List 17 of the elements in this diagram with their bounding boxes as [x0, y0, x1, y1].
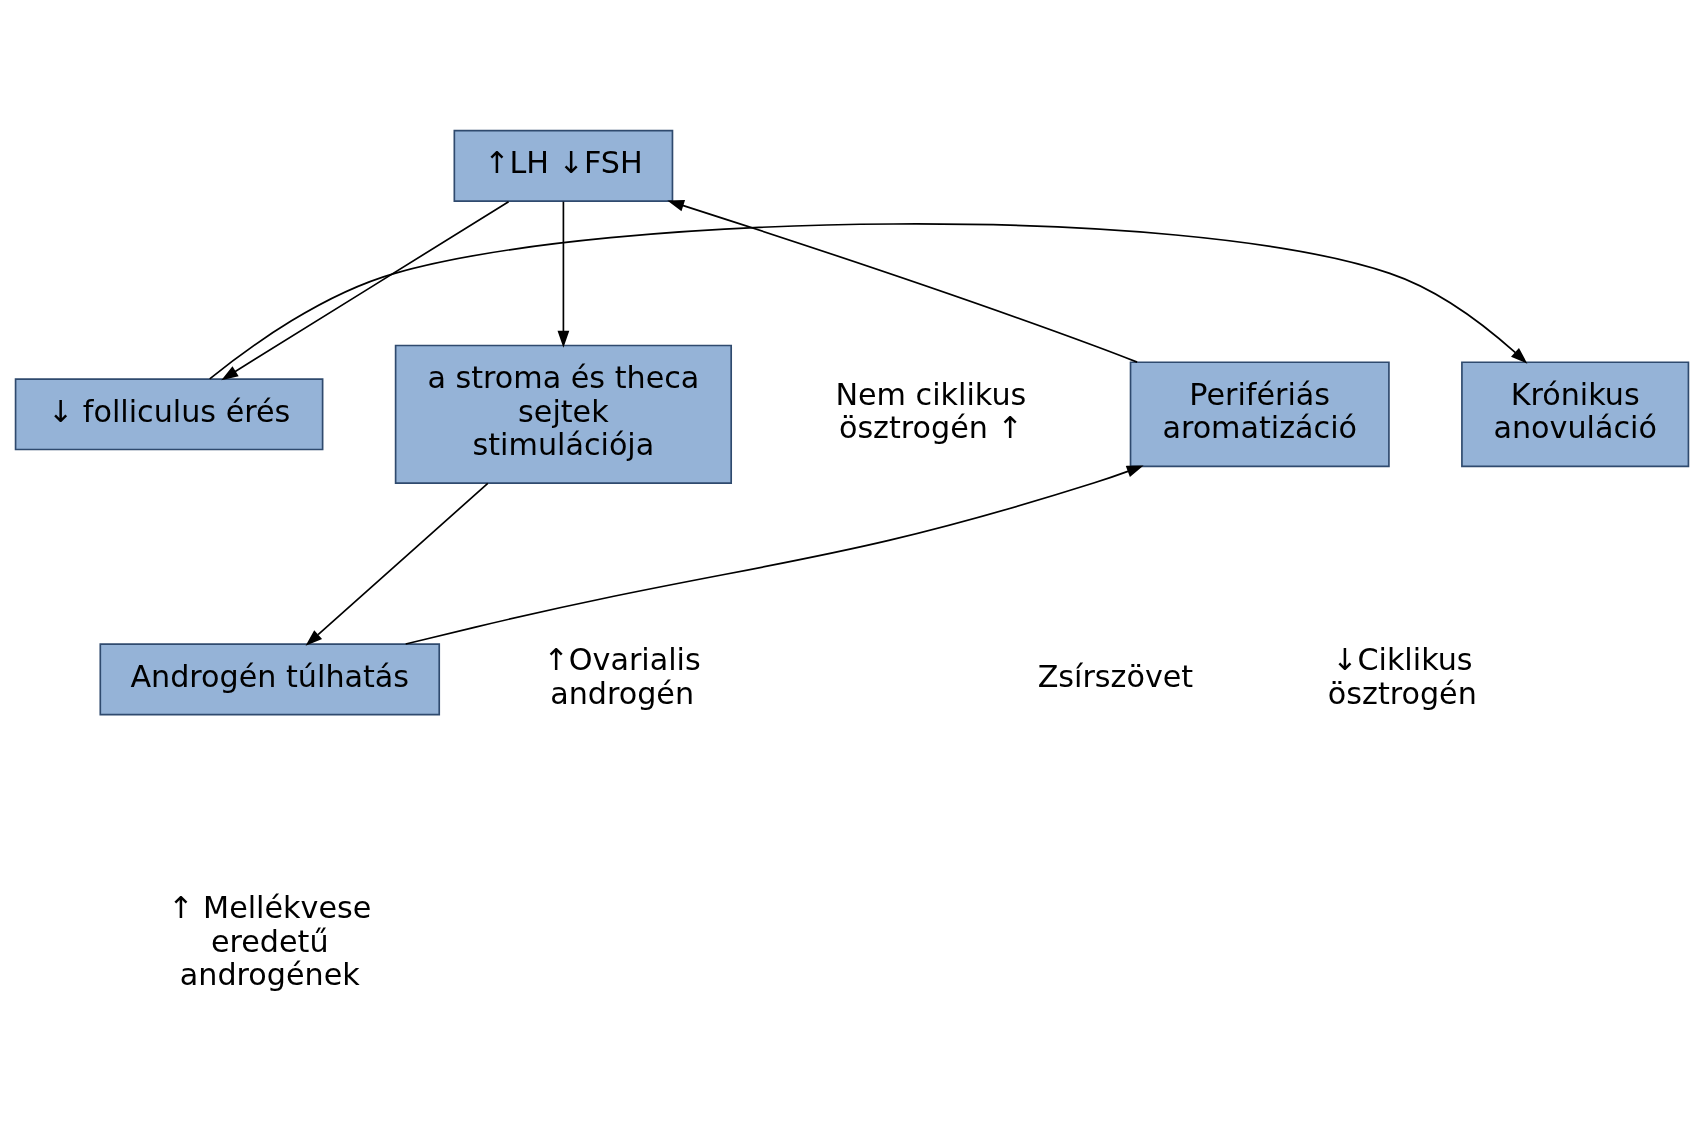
- arrow: [208, 222, 1528, 380]
- node-box: ↑LH ↓FSH: [453, 129, 674, 202]
- node-box: Perifériás aromatizáció: [1129, 360, 1390, 467]
- arrow: [221, 200, 510, 380]
- arrow: [557, 200, 570, 348]
- label: ↑Ovarialis androgén: [543, 641, 701, 711]
- arrow: [305, 482, 489, 646]
- node-box: ↓ folliculus érés: [14, 377, 324, 450]
- arrow: [404, 465, 1144, 645]
- arrow: [667, 199, 1138, 363]
- label: ↑ Mellékvese eredetű androgének: [168, 889, 372, 992]
- node-box: Androgén túlhatás: [99, 642, 441, 715]
- node-box: Krónikus anovuláció: [1461, 360, 1690, 467]
- label: Nem ciklikus ösztrogén ↑: [835, 376, 1027, 445]
- label: ↓Ciklikus ösztrogén: [1327, 641, 1477, 711]
- node-box: a stroma és theca sejtek stimulációja: [394, 344, 733, 484]
- label: Zsírszövet: [1037, 658, 1194, 694]
